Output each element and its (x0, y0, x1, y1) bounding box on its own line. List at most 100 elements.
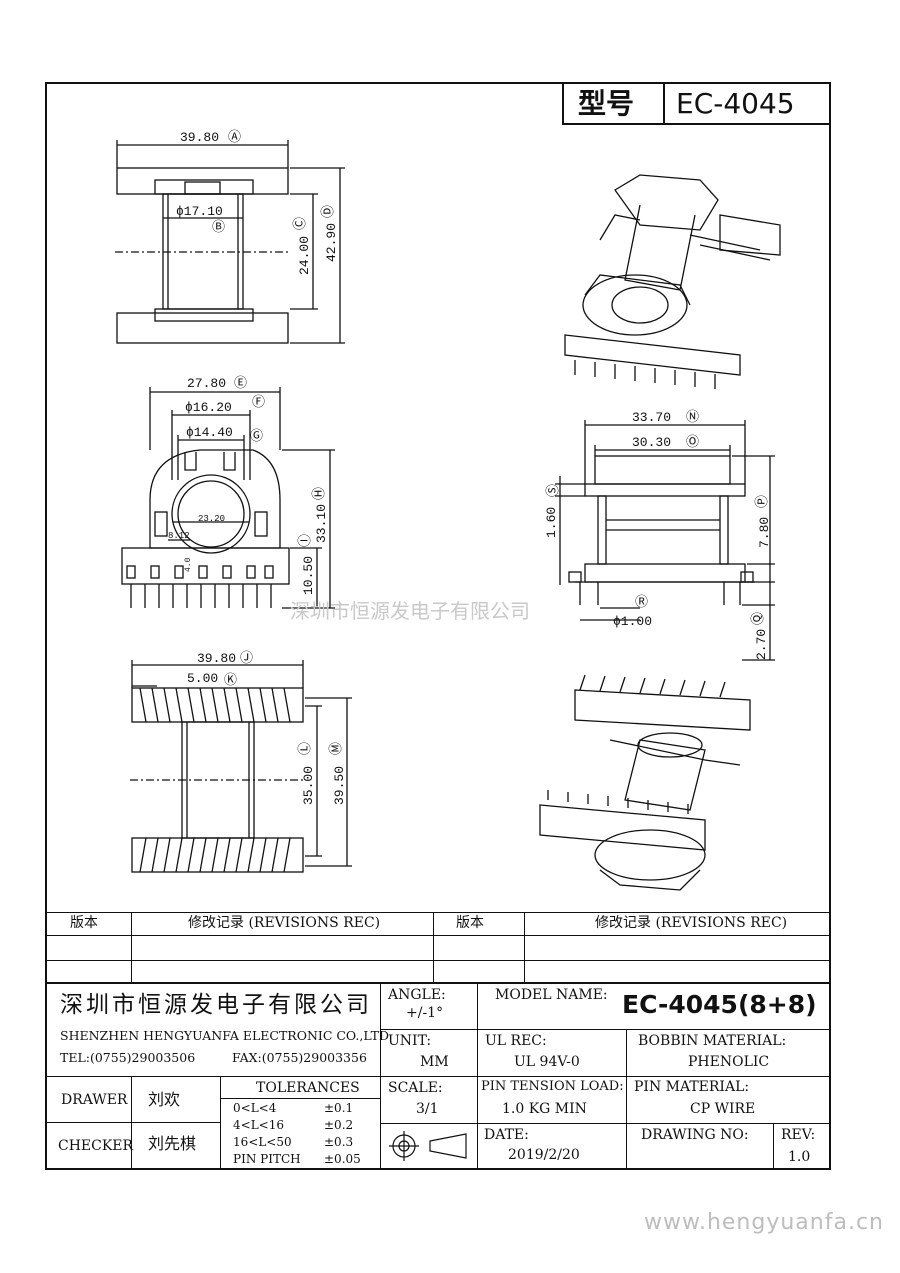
company-tel: TEL:(0755)29003506 (60, 1050, 196, 1065)
dim-e-tag: Ⓔ (234, 376, 247, 391)
bobbin-material-value: PHENOLIC (688, 1054, 770, 1070)
revision-top-border (47, 912, 829, 913)
dim-s-tag: Ⓢ (546, 484, 561, 497)
tolerance-col-line (220, 1076, 221, 1168)
tolerance-range-4: PIN PITCH (233, 1152, 301, 1166)
dim-q-tag: Ⓠ (751, 612, 766, 625)
model-name-label: MODEL NAME: (495, 987, 608, 1003)
revision-row-line (47, 960, 829, 961)
title-row-line-3 (380, 1123, 829, 1124)
unit-label: UNIT: (388, 1033, 432, 1049)
revision-record-header-1: 修改记录 (REVISIONS REC) (188, 915, 381, 931)
drawer-checker-divider (47, 1122, 220, 1123)
bottom-view (130, 687, 305, 873)
revision-col-line-2 (433, 912, 434, 982)
scale-label: SCALE: (388, 1080, 443, 1096)
dim-a: 39.80 (180, 130, 219, 145)
dim-p-tag: Ⓟ (755, 495, 770, 508)
tolerance-value-2: ±0.2 (324, 1118, 354, 1132)
dim-m: 39.50 (332, 766, 347, 805)
tolerance-value-4: ±0.05 (324, 1152, 361, 1166)
drawing-no-label: DRAWING NO: (641, 1127, 749, 1143)
dim-g-tag: Ⓖ (250, 429, 263, 444)
date-label: DATE: (484, 1127, 529, 1143)
dim-inner-2: 8.12 (168, 531, 190, 541)
unit-value: MM (420, 1054, 449, 1070)
rev-value: 1.0 (788, 1149, 811, 1165)
dim-i-tag: Ⓘ (298, 534, 313, 547)
model-label: 型号 (578, 87, 635, 120)
right-side-view (568, 455, 755, 605)
dim-s: 1.60 (544, 507, 559, 538)
tolerance-range-3: 16<L<50 (233, 1135, 292, 1149)
title-col-line-3 (626, 1029, 627, 1168)
dim-q: 2.70 (754, 629, 769, 660)
dim-f: ϕ16.20 (185, 400, 232, 415)
model-name-value: EC-4045(8+8) (622, 990, 817, 1019)
title-col-line-2 (477, 982, 478, 1168)
dim-l: 35.00 (301, 766, 316, 805)
dim-h-tag: Ⓗ (312, 487, 327, 500)
model-header-divider (663, 84, 665, 125)
company-fax: FAX:(0755)29003356 (232, 1050, 367, 1065)
dim-c: 24.00 (297, 236, 312, 275)
technical-drawing: 39.80 Ⓐ ϕ17.10 Ⓑ 24.00 Ⓒ 42.90 Ⓓ 27.80 Ⓔ… (115, 130, 781, 891)
dim-i: 10.50 (301, 556, 316, 595)
title-row-line-1 (380, 1029, 829, 1030)
dim-b-tag: Ⓑ (212, 220, 225, 235)
pin-material-value: CP WIRE (690, 1101, 756, 1117)
tolerances-title: TOLERANCES (256, 1080, 360, 1096)
pin-tension-value: 1.0 KG MIN (502, 1101, 587, 1117)
company-name-cn: 深圳市恒源发电子有限公司 (60, 992, 372, 1018)
watermark-company: 深圳市恒源发电子有限公司 (290, 599, 530, 623)
ul-label: UL REC: (485, 1033, 547, 1049)
ul-value: UL 94V-0 (514, 1054, 580, 1070)
dim-f-tag: Ⓕ (252, 395, 265, 410)
drawer-value: 刘欢 (148, 1090, 181, 1109)
isometric-view-bottom (539, 674, 751, 891)
dim-g: ϕ14.40 (186, 425, 233, 440)
side-view-top (115, 167, 290, 344)
title-row-line-2 (47, 1076, 829, 1077)
dim-n-tag: Ⓝ (686, 410, 699, 425)
revision-bottom-border (47, 982, 829, 984)
dim-r: ϕ1.00 (613, 614, 652, 629)
date-value: 2019/2/20 (508, 1147, 580, 1163)
projection-symbol-icon (389, 1131, 467, 1161)
checker-value: 刘先棋 (148, 1134, 197, 1153)
angle-label: ANGLE: (388, 987, 446, 1003)
revision-version-header-2: 版本 (456, 915, 484, 931)
drawer-label: DRAWER (61, 1092, 128, 1108)
dim-l-tag: Ⓛ (298, 742, 313, 755)
dim-n: 33.70 (632, 410, 671, 425)
drawing-sheet (45, 82, 831, 1170)
company-name-en: SHENZHEN HENGYUANFA ELECTRONIC CO.,LTD (60, 1028, 390, 1043)
pin-material-label: PIN MATERIAL: (634, 1079, 750, 1095)
dim-j-tag: Ⓙ (240, 651, 253, 666)
tolerance-title-line (220, 1098, 380, 1099)
revision-record-header-2: 修改记录 (REVISIONS REC) (595, 915, 788, 931)
dim-inner-1: 23.20 (198, 514, 225, 524)
tolerance-range-1: 0<L<4 (233, 1101, 277, 1115)
revision-col-line-3 (524, 912, 525, 982)
dim-p: 7.80 (757, 517, 772, 548)
revision-version-header-1: 版本 (70, 915, 98, 931)
dim-k: 5.00 (187, 671, 218, 686)
bobbin-material-label: BOBBIN MATERIAL: (638, 1033, 787, 1049)
dim-c-tag: Ⓒ (293, 217, 308, 230)
model-value: EC-4045 (676, 87, 795, 120)
title-col-line-1 (380, 982, 381, 1168)
isometric-view-top (564, 174, 781, 389)
rev-col-line (773, 1123, 774, 1168)
front-view (121, 449, 290, 608)
dim-inner-3: 4.0 (184, 557, 193, 572)
dim-h: 33.10 (314, 504, 329, 543)
dim-d: 42.90 (324, 223, 339, 262)
angle-value: +/-1° (406, 1005, 444, 1021)
pin-tension-label: PIN TENSION LOAD: (481, 1079, 624, 1094)
tolerance-range-2: 4<L<16 (233, 1118, 284, 1132)
dim-k-tag: Ⓚ (224, 673, 237, 688)
rev-label: REV: (781, 1127, 816, 1143)
checker-label: CHECKER (58, 1138, 134, 1154)
front-view-pins (126, 565, 274, 608)
